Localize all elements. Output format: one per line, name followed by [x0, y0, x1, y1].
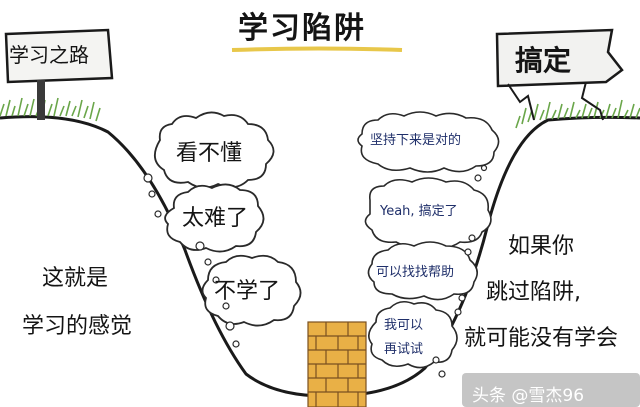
cloud-text-2: 太难了 — [182, 206, 249, 231]
right-caption-line-1: 如果你 — [508, 234, 575, 259]
cloud-text-8: 再试试 — [384, 342, 424, 357]
cloud-text-4: 坚持下来是对的 — [370, 133, 462, 148]
left-thought-dots — [143, 173, 240, 348]
right-caption-line-2: 跳过陷阱, — [486, 280, 581, 305]
cloud-text-6: 可以找找帮助 — [376, 265, 455, 280]
watermark-text: 头条 @雪杰96 — [472, 386, 585, 406]
page-title: 学习陷阱 — [238, 11, 366, 46]
left-caption-line-1: 这就是 — [42, 266, 109, 291]
watermark: 头条 @雪杰96 — [462, 373, 640, 407]
right-thought-dots — [432, 164, 488, 378]
right-cloud-shapes — [357, 111, 500, 369]
sign-left-label: 学习之路 — [9, 43, 89, 67]
brick-pillar-icon — [307, 321, 367, 407]
cloud-text-1: 看不懂 — [176, 141, 243, 166]
cloud-text-7: 我可以 — [384, 318, 424, 333]
grass-right-icon — [515, 99, 640, 129]
signpost-right-icon — [495, 28, 624, 121]
cloud-text-3: 不学了 — [214, 279, 281, 304]
sign-right-label: 搞定 — [515, 44, 572, 77]
signpost-left-icon — [4, 28, 114, 120]
left-cloud-shapes — [154, 111, 302, 327]
cloud-text-5: Yeah, 搞定了 — [380, 204, 458, 219]
left-caption-line-2: 学习的感觉 — [22, 314, 133, 339]
right-caption-line-3: 就可能没有学会 — [464, 326, 619, 351]
